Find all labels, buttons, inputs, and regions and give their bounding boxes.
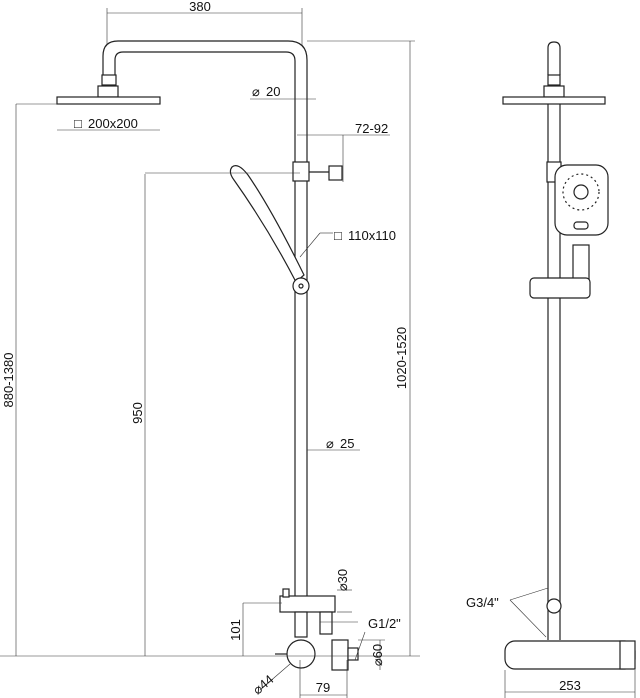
hand-shower-knob xyxy=(292,277,310,295)
head-connector xyxy=(101,74,117,86)
dim-total-height-left: 880-1380 xyxy=(1,353,16,408)
spray-center xyxy=(573,184,589,200)
front-view: 380 □ 200x200 ⌀ 20 72-92 □ 110x110 880-1… xyxy=(0,0,420,698)
square-symbol: □ xyxy=(74,116,82,131)
dim-mixer-offset: 101 xyxy=(228,619,243,641)
dim-total-height-right: 1020-1520 xyxy=(394,327,409,389)
dim-arm-length: 380 xyxy=(189,0,211,14)
slider-bracket xyxy=(292,161,310,182)
rain-shower-head xyxy=(56,96,161,105)
mixer-knob xyxy=(286,639,316,669)
dim-pipe-diameter: 25 xyxy=(340,436,354,451)
side-dimension-lines xyxy=(504,587,636,698)
dim-knob-diameter: ⌀44 xyxy=(250,672,277,698)
dim-holder-offset: 72-92 xyxy=(355,121,388,136)
side-slider-bracket xyxy=(529,277,591,299)
dim-connection-g34: G3/4" xyxy=(466,595,499,610)
side-diverter-knob xyxy=(546,598,562,614)
square-symbol: □ xyxy=(334,228,342,243)
spray-button xyxy=(573,221,589,230)
connection-nut xyxy=(347,647,359,661)
holder-knob xyxy=(328,165,343,181)
side-view: G3/4" 253 xyxy=(466,41,636,698)
dim-hand-shower-size: 110x110 xyxy=(348,228,396,243)
knob-center xyxy=(298,283,304,289)
mixer-end-cap xyxy=(619,640,636,670)
diameter-symbol: ⌀ xyxy=(252,84,260,99)
outlet-connector xyxy=(319,611,333,635)
side-hand-shower-face xyxy=(554,164,609,236)
lower-pipe xyxy=(294,611,308,638)
side-head-connector xyxy=(547,74,561,86)
side-hand-shower-handle xyxy=(572,244,590,284)
dim-connection-g12: G1/2" xyxy=(368,616,401,631)
dim-head-size: 200x200 xyxy=(88,116,138,131)
dim-lower-pipe-diameter: ⌀30 xyxy=(335,569,350,591)
dimension-lines xyxy=(0,8,420,698)
dim-pipe-top-diameter: 20 xyxy=(266,84,280,99)
overhead-arm xyxy=(102,40,308,600)
diameter-symbol: ⌀ xyxy=(326,436,334,451)
diverter-button xyxy=(282,588,290,598)
side-head-body xyxy=(543,85,565,98)
dim-hand-shower-height: 950 xyxy=(130,402,145,424)
dim-wall-offset: 79 xyxy=(316,680,330,695)
hand-shower xyxy=(229,165,305,283)
wall-flange xyxy=(331,639,349,671)
dim-mixer-width: 253 xyxy=(559,678,581,693)
side-rain-shower-head xyxy=(502,96,606,105)
head-body xyxy=(97,85,119,98)
thermostatic-mixer-bar xyxy=(504,640,636,670)
spray-nozzles xyxy=(562,173,600,211)
dim-flange-diameter: ⌀60 xyxy=(370,644,385,666)
side-pipe xyxy=(547,41,561,640)
diverter-body xyxy=(279,595,336,613)
